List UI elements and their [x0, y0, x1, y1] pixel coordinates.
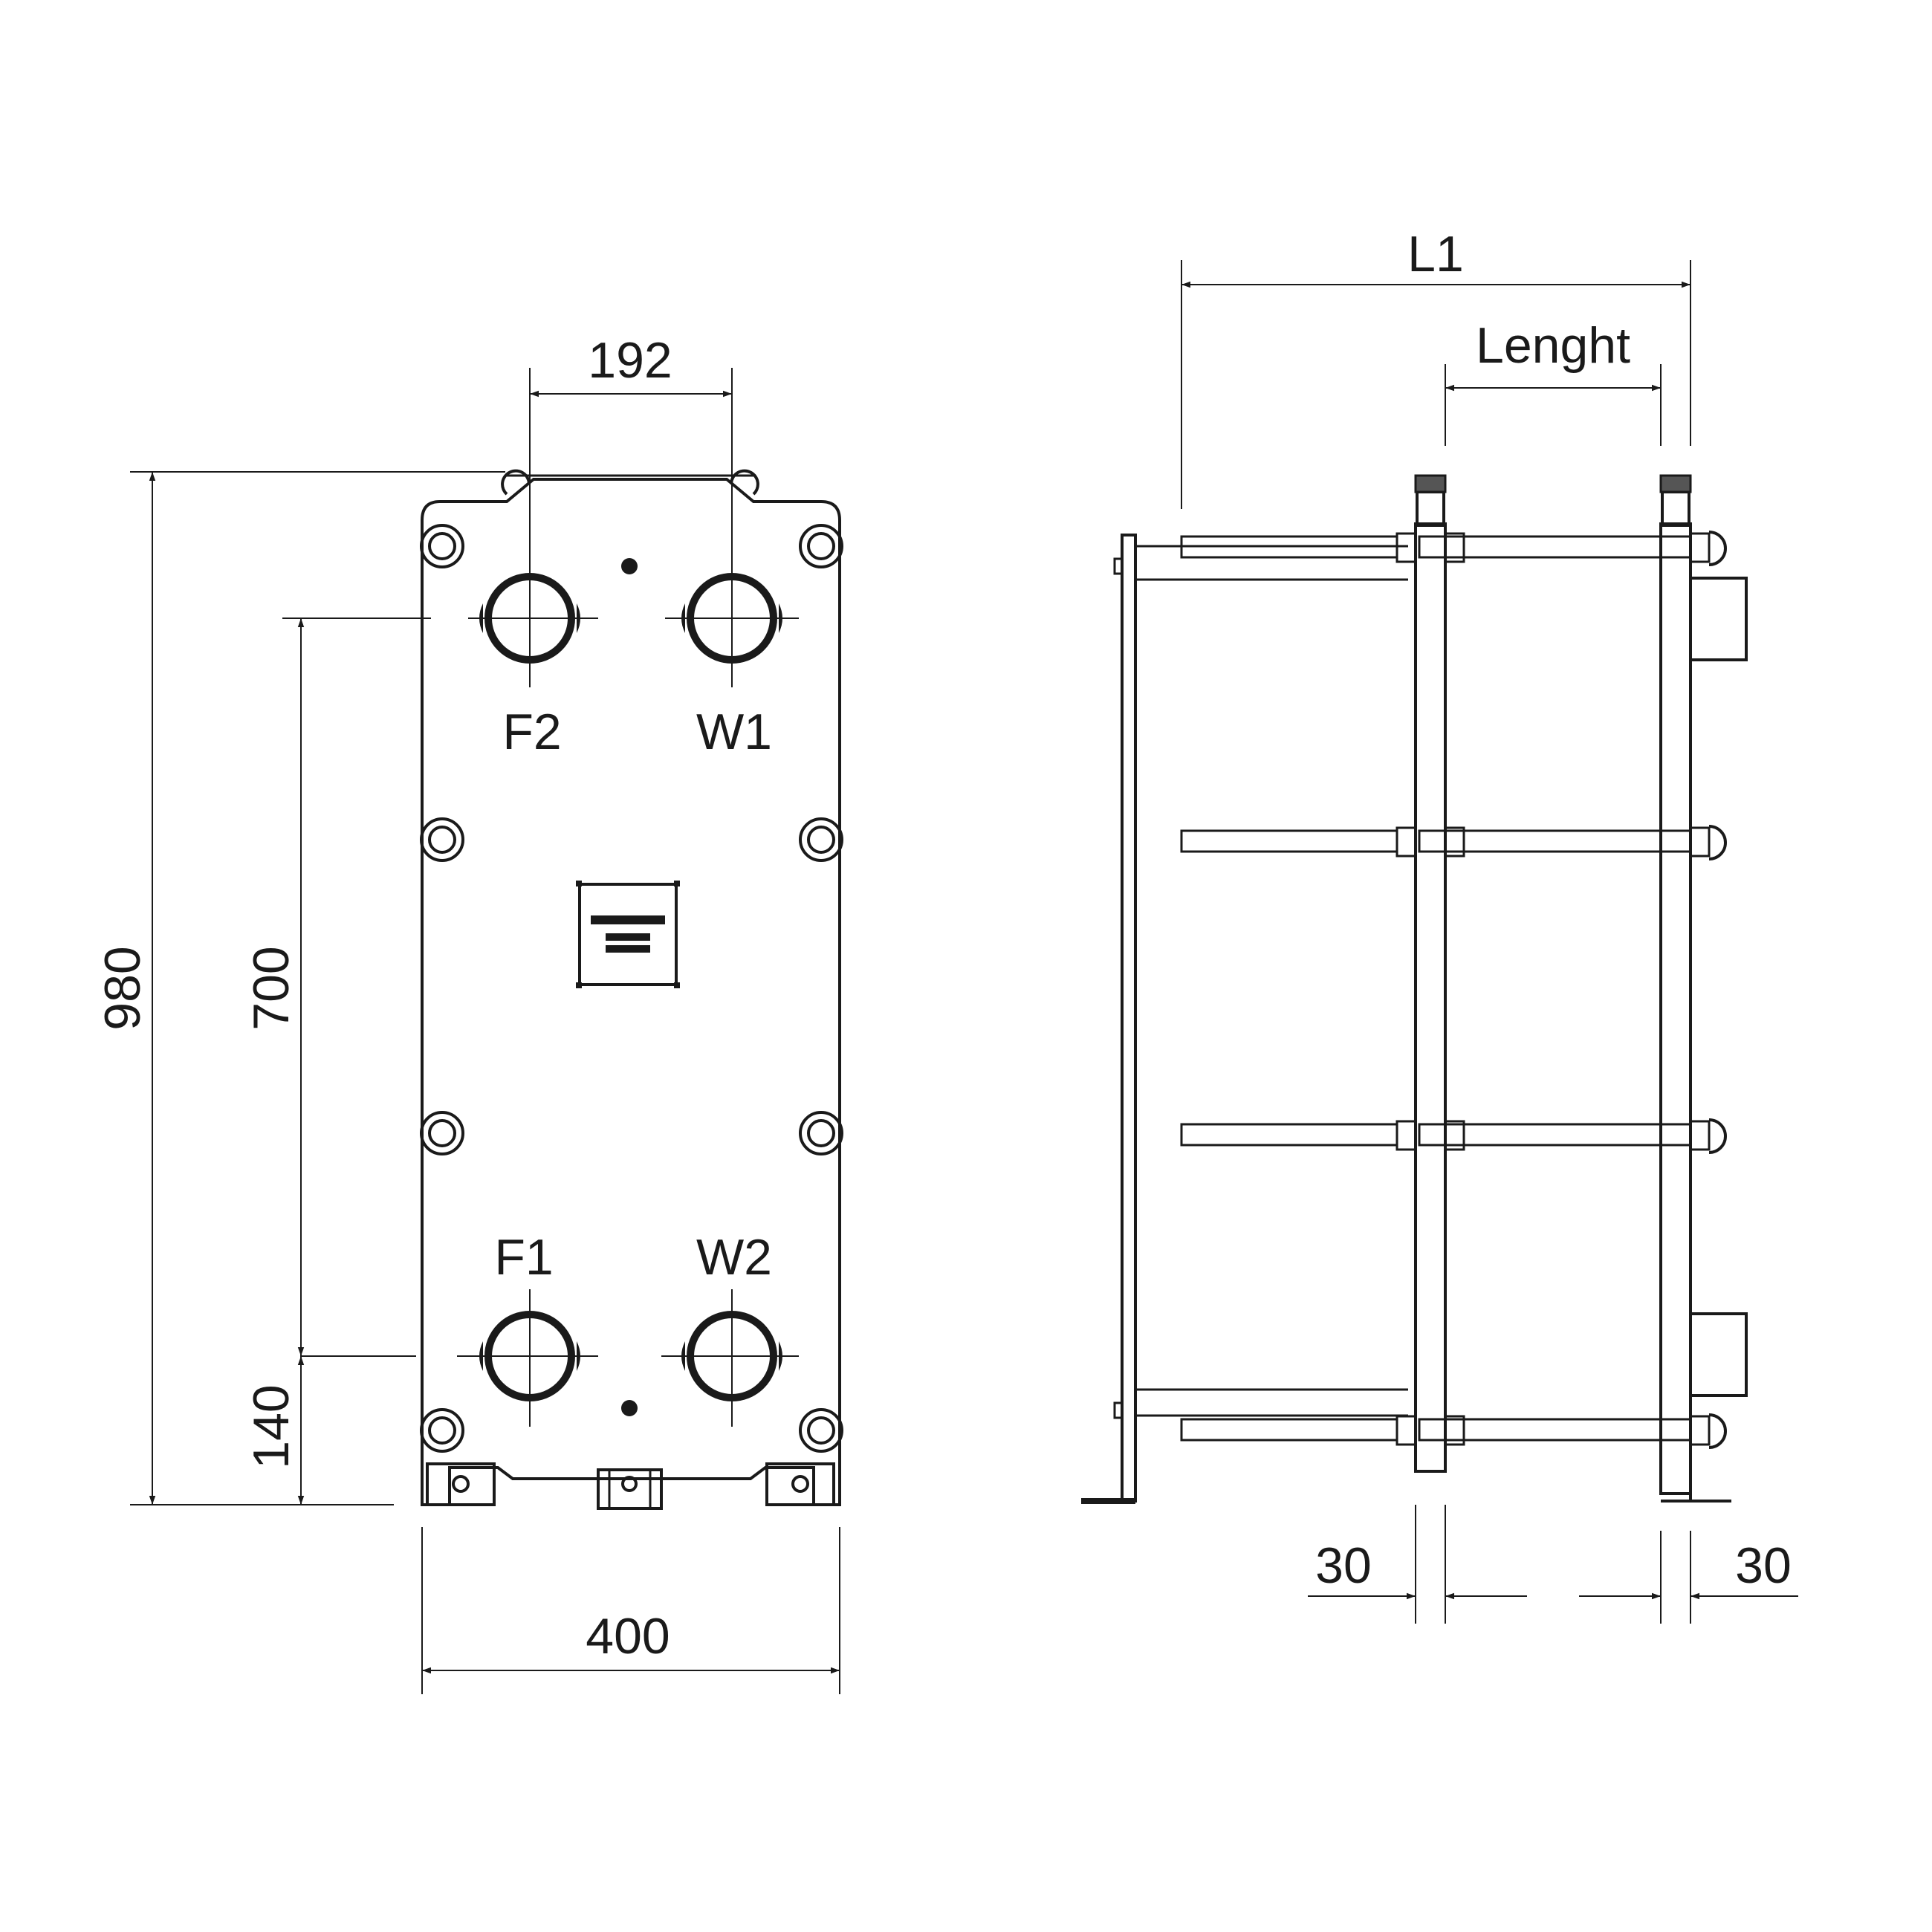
tie-rod	[1180, 531, 1727, 566]
foot-center	[597, 1468, 663, 1510]
dimension-30-right: 30	[1579, 1531, 1798, 1624]
pressure-plate	[1414, 522, 1447, 1473]
dimension-192: 192	[529, 332, 733, 550]
bolt-hole	[799, 524, 843, 568]
dimension-30-left: 30	[1308, 1505, 1527, 1624]
bolt-hole	[420, 524, 464, 568]
dimension-length-label: Lenght	[1476, 317, 1630, 374]
bolt-holes	[420, 524, 843, 1453]
connection-top	[1689, 577, 1748, 661]
bolt-hole	[799, 1111, 843, 1155]
port-w1	[665, 550, 799, 687]
fixed-frame-plate	[1121, 534, 1137, 1503]
dimension-140-label: 140	[243, 1384, 299, 1468]
tie-rods	[1180, 531, 1727, 1449]
dimension-980: 980	[94, 471, 505, 1505]
dimension-700: 700	[243, 617, 431, 1357]
locator-dot-top	[621, 558, 638, 574]
bolt-hole	[420, 1111, 464, 1155]
connection-bottom	[1689, 1312, 1748, 1397]
port-label-w1: W1	[696, 704, 772, 760]
dimension-30-left-label: 30	[1315, 1537, 1372, 1594]
dimension-400-label: 400	[586, 1608, 670, 1664]
plate-outline	[421, 478, 841, 1506]
dimension-l1: L1	[1181, 226, 1691, 509]
dimension-length: Lenght	[1445, 317, 1662, 446]
port-f1	[457, 1289, 598, 1427]
bolt-hole	[799, 1408, 843, 1453]
foot-left	[426, 1462, 496, 1506]
dimension-192-label: 192	[588, 332, 672, 389]
tie-rod	[1180, 825, 1727, 860]
dimension-400: 400	[421, 1527, 840, 1694]
port-w2	[661, 1289, 799, 1427]
dimension-980-label: 980	[94, 946, 151, 1030]
tie-rod	[1180, 1413, 1727, 1449]
dimension-30-right-label: 30	[1735, 1537, 1792, 1594]
port-f2	[468, 550, 598, 687]
end-column	[1659, 522, 1692, 1495]
nameplate	[576, 881, 680, 988]
port-label-f2: F2	[502, 704, 561, 760]
bolt-hole	[799, 817, 843, 862]
front-view: F2 W1 F1 W2 192 980	[94, 332, 843, 1694]
locator-dot-bottom	[621, 1400, 638, 1416]
tie-rod	[1180, 1118, 1727, 1154]
side-view: L1 Lenght 30 30	[1081, 226, 1798, 1624]
port-label-f1: F1	[494, 1229, 553, 1286]
dimension-l1-label: L1	[1407, 226, 1464, 282]
foot-right	[765, 1462, 835, 1506]
port-label-w2: W2	[696, 1229, 772, 1286]
dimension-700-label: 700	[243, 946, 299, 1030]
bolt-hole	[420, 1408, 464, 1453]
bolt-hole	[420, 817, 464, 862]
dimension-140: 140	[243, 1356, 305, 1505]
